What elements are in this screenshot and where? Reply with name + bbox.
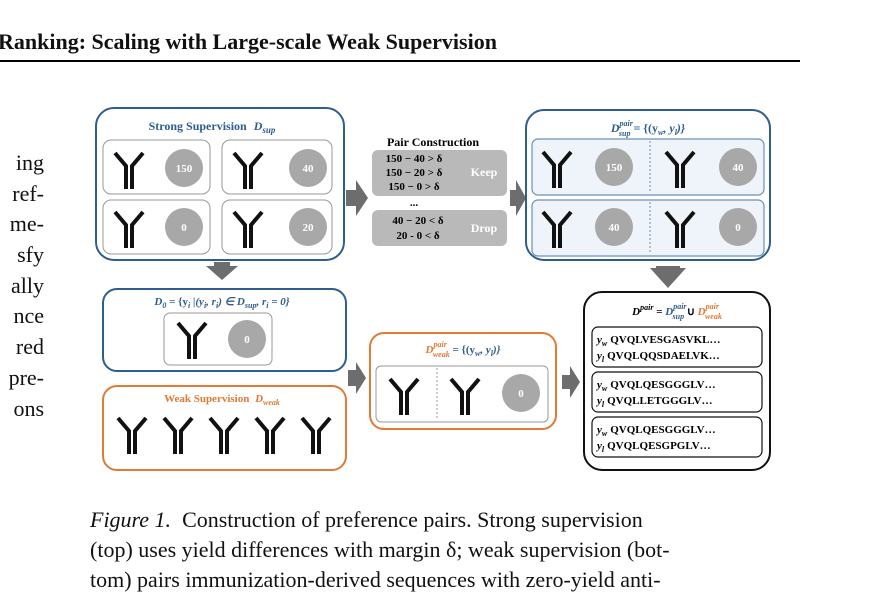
yield-value: 0 [181,222,187,234]
antibody-icon [232,151,264,191]
keep-condition: 150 − 20 > δ [386,167,443,179]
strong-d-symbol: D [253,119,263,133]
right-arrow-icon [348,362,366,394]
yield-value: 0 [518,388,524,400]
antibody-icon [208,416,240,456]
yield-value: 40 [733,162,745,174]
pair-sup-symbol: D [610,121,620,135]
d0-symbol: D [153,296,162,308]
yield-value: 0 [735,222,741,234]
drop-label: Drop [471,221,498,235]
side-text-line: ally [11,272,44,298]
pair-sup-subscript: sup [618,129,631,138]
strong-supervision-title: Strong Supervision [149,119,247,133]
loser-sequence: QVQLLETGGGLV… [607,395,712,407]
keep-label: Keep [471,165,498,179]
pair-sup-equation: = {(y [630,121,658,135]
side-text-line: pre- [8,364,44,390]
caption-line-3: tom) pairs immunization-derived sequence… [90,567,661,592]
caption-line-2: (top) uses yield differences with margin… [90,537,670,562]
right-arrow-icon [562,366,580,398]
antibody-icon [388,377,420,417]
loser-sequence: QVQLQESGPGLV… [607,440,711,452]
caption-label: Figure 1. [90,507,172,532]
caption-line-1: Figure 1. Construction of preference pai… [90,505,800,535]
drop-condition: 20 - 0 < δ [396,230,439,242]
winner-sequence: QVQLVESGASVKL… [610,334,720,346]
caption-text: Construction of preference pairs. Strong… [182,507,643,532]
antibody-icon [232,210,264,250]
yield-value: 20 [303,222,315,234]
antibody-icon [116,416,148,456]
svg-text:Weak Supervision Dweak: Weak Supervision Dweak [164,393,280,407]
side-text-line: me- [9,211,44,237]
strong-supervision-panel: Strong Supervision Dsup 150 40 0 20 [95,107,345,261]
yield-value: 40 [609,222,621,234]
d0-sub: 0 [162,301,166,310]
figure-1-diagram: Strong Supervision Dsup 150 40 0 20 Pair… [95,107,771,471]
right-arrow-icon [510,180,526,216]
pair-construction-title: Pair Construction [387,135,479,149]
union-superscript: pair [639,303,654,312]
side-text-line: ing [15,150,44,175]
antibody-icon [113,151,145,191]
down-arrow-icon [206,266,238,280]
union-symbol: D [631,306,640,318]
side-text-line: sfy [17,242,44,268]
strong-d-sub: sup [261,125,276,135]
weak-supervision-panel: Weak Supervision Dweak [102,385,347,471]
yield-value: 0 [244,334,250,346]
antibody-icon [176,321,208,361]
antibody-icon [449,377,481,417]
winner-sequence: QVQLQESGGGLV… [610,379,715,391]
weak-d-sub: weak [263,398,280,407]
pair-construction-panel: Pair Construction 150 − 40 > δ 150 − 20 … [372,135,507,246]
svg-text:D0 = {yi |(yi, ri) ∈ Dsup, ri: D0 = {yi |(yi, ri) ∈ Dsup, ri = 0} [153,296,289,310]
keep-condition: 150 − 0 > δ [388,181,440,193]
antibody-icon [162,416,194,456]
yield-value: 150 [176,163,193,175]
side-text-line: ref- [12,180,44,206]
yield-value: 40 [303,163,315,175]
winner-sequence: QVQLQESGGGLV… [610,424,715,436]
side-text-line: red [15,334,44,360]
d0-formula: = {y [166,296,188,308]
down-arrow-icon [650,266,686,288]
figure-caption: Figure 1. Construction of preference pai… [90,505,800,595]
pair-sup-superscript: pair [619,119,634,128]
keep-condition: 150 − 40 > δ [386,153,443,165]
left-column-text-fragments: ing ref- me- sfy ally nce red pre- ons [0,148,44,424]
loser-sequence: QVQLQQSDAELVK… [607,350,720,362]
svg-text:Strong Supervision Dsup: Strong Supervision Dsup [149,119,276,135]
side-text-line: nce [13,303,44,329]
antibody-icon [300,416,332,456]
side-text-line: ons [13,395,44,421]
drop-condition: 40 − 20 < δ [392,215,444,227]
weak-supervision-title: Weak Supervision [164,393,249,405]
zero-yield-panel: D0 = {yi |(yi, ri) ∈ Dsup, ri = 0} 0 [102,288,347,372]
running-header: Ranking: Scaling with Large-scale Weak S… [0,26,800,62]
yield-value: 150 [606,162,623,174]
right-arrow-icon [346,180,368,216]
antibody-icon [113,210,145,250]
ellipsis: ... [410,197,419,209]
weak-d-symbol: D [254,393,263,405]
antibody-icon [254,416,286,456]
running-header-title: Ranking: Scaling with Large-scale Weak S… [0,29,497,54]
